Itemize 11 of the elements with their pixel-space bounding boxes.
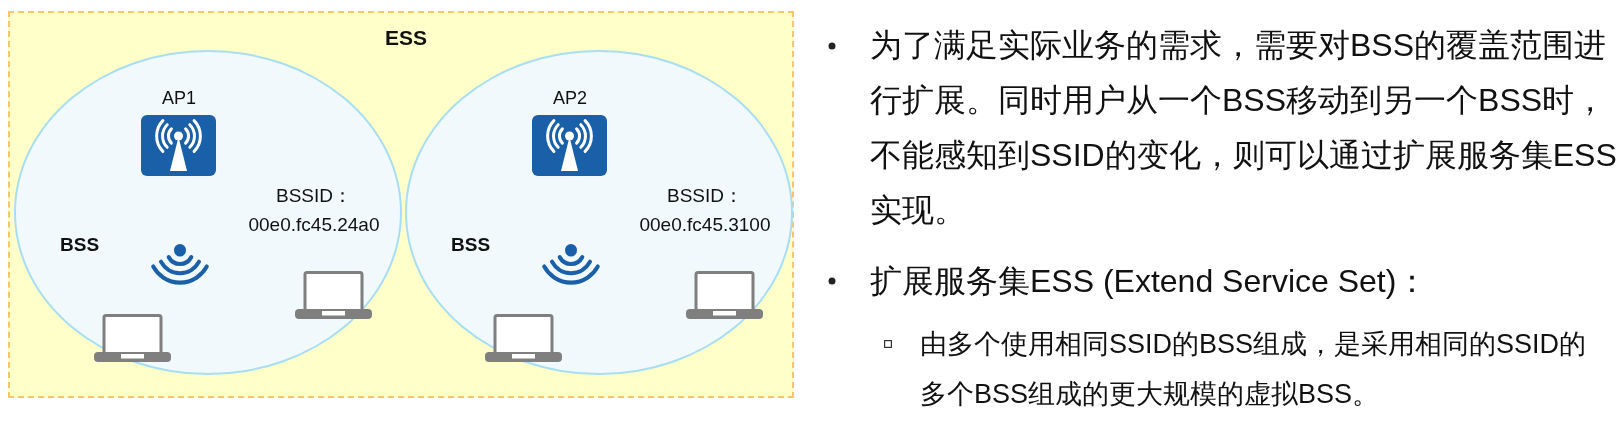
bullet-text: 为了满足实际业务的需求，需要对BSS的覆盖范围进行扩展。同时用户从一个BSS移动到另一个BSS时，不能感知到SSID的变化，则可以通过扩展服务集ESS实现。 — [870, 26, 1618, 230]
bullet-text: 扩展服务集ESS (Extend Service Set)： — [870, 262, 1430, 301]
address-label: BSSID： 00e0.fc45.3100 — [638, 184, 772, 237]
area-label: BSS — [451, 235, 491, 256]
area-label: BSS — [60, 235, 100, 256]
sub-bullet-text: 由多个使用相同SSID的BSS组成，是采用相同的SSID的多个BSS组成的更大规模的虚拟BSS。 — [920, 328, 1588, 411]
address-label: BSSID： 00e0.fc45.24a0 — [247, 184, 381, 237]
device-label: AP2 — [553, 89, 587, 109]
area-title: ESS — [385, 26, 427, 50]
ess-area — [8, 11, 794, 398]
device-label: AP1 — [162, 89, 196, 109]
